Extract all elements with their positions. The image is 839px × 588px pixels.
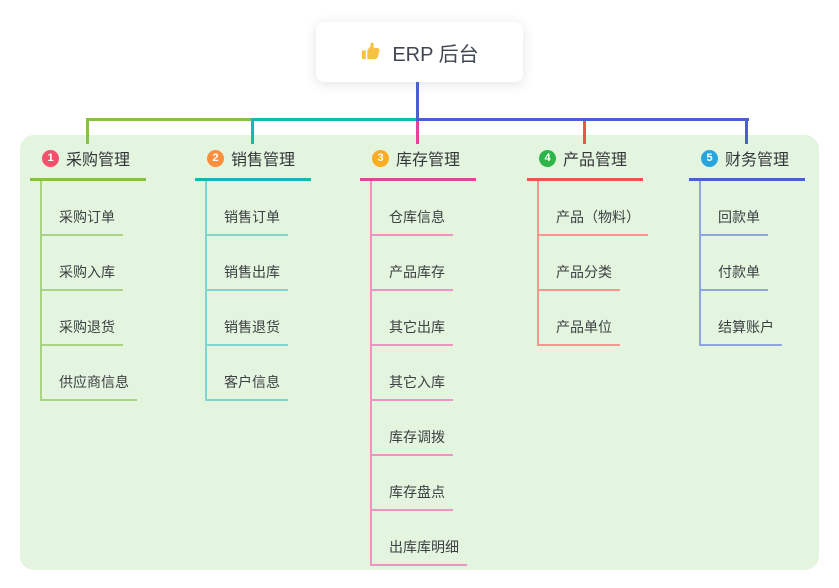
child-row: 其它入库 bbox=[372, 346, 467, 401]
child-node[interactable]: 库存盘点 bbox=[372, 482, 453, 511]
child-node[interactable]: 产品分类 bbox=[539, 262, 620, 291]
child-row: 出库库明细 bbox=[372, 511, 467, 566]
child-node[interactable]: 仓库信息 bbox=[372, 207, 453, 236]
child-row: 回款单 bbox=[701, 181, 782, 236]
connector-drop-branch-5 bbox=[745, 118, 748, 144]
child-row: 采购退货 bbox=[42, 291, 137, 346]
child-node[interactable]: 其它出库 bbox=[372, 317, 453, 346]
branch-label: 销售管理 bbox=[231, 152, 296, 169]
branch-number-badge: 1 bbox=[42, 149, 59, 167]
child-node[interactable]: 产品单位 bbox=[539, 317, 620, 346]
branch-children: 销售订单销售出库销售退货客户信息 bbox=[205, 181, 288, 401]
branch-number-badge: 2 bbox=[207, 149, 224, 167]
child-node[interactable]: 产品（物料） bbox=[539, 207, 648, 236]
child-node[interactable]: 出库库明细 bbox=[372, 537, 467, 566]
child-row: 产品库存 bbox=[372, 236, 467, 291]
child-row: 库存调拨 bbox=[372, 401, 467, 456]
branch-label: 财务管理 bbox=[725, 152, 790, 169]
child-node[interactable]: 采购退货 bbox=[42, 317, 123, 346]
branch-node-2[interactable]: 2 销售管理 bbox=[195, 144, 311, 181]
child-row: 销售订单 bbox=[207, 181, 288, 236]
child-node[interactable]: 客户信息 bbox=[207, 372, 288, 401]
child-row: 供应商信息 bbox=[42, 346, 137, 401]
child-row: 产品（物料） bbox=[539, 181, 648, 236]
connector-bus-segment-1 bbox=[86, 118, 253, 121]
connector-drop-branch-4 bbox=[583, 121, 586, 144]
branch-5: 5 财务管理回款单付款单结算账户 bbox=[689, 144, 805, 346]
connector-root-stem bbox=[416, 82, 419, 121]
child-row: 销售退货 bbox=[207, 291, 288, 346]
branch-children: 仓库信息产品库存其它出库其它入库库存调拨库存盘点出库库明细 bbox=[370, 181, 467, 566]
connector-bus-segment-3 bbox=[416, 118, 749, 121]
branch-3: 3 库存管理仓库信息产品库存其它出库其它入库库存调拨库存盘点出库库明细 bbox=[360, 144, 476, 566]
child-row: 产品单位 bbox=[539, 291, 648, 346]
branch-number-badge: 5 bbox=[701, 149, 718, 167]
branch-2: 2 销售管理销售订单销售出库销售退货客户信息 bbox=[195, 144, 311, 401]
branch-number-badge: 4 bbox=[539, 149, 556, 167]
child-node[interactable]: 其它入库 bbox=[372, 372, 453, 401]
branch-label: 采购管理 bbox=[66, 152, 131, 169]
branch-node-4[interactable]: 4 产品管理 bbox=[527, 144, 643, 181]
branch-children: 产品（物料） 产品分类产品单位 bbox=[537, 181, 648, 346]
thumbs-up-icon bbox=[360, 41, 382, 63]
child-node[interactable]: 销售出库 bbox=[207, 262, 288, 291]
child-node[interactable]: 产品库存 bbox=[372, 262, 453, 291]
child-node[interactable]: 付款单 bbox=[701, 262, 768, 291]
child-row: 结算账户 bbox=[701, 291, 782, 346]
child-row: 销售出库 bbox=[207, 236, 288, 291]
branch-node-3[interactable]: 3 库存管理 bbox=[360, 144, 476, 181]
child-row: 库存盘点 bbox=[372, 456, 467, 511]
connector-drop-branch-1 bbox=[86, 118, 89, 144]
child-node[interactable]: 销售退货 bbox=[207, 317, 288, 346]
branch-label: 产品管理 bbox=[563, 152, 628, 169]
child-row: 采购订单 bbox=[42, 181, 137, 236]
child-row: 其它出库 bbox=[372, 291, 467, 346]
child-node[interactable]: 供应商信息 bbox=[42, 372, 137, 401]
child-node[interactable]: 采购订单 bbox=[42, 207, 123, 236]
branch-4: 4 产品管理产品（物料） 产品分类产品单位 bbox=[527, 144, 648, 346]
child-node[interactable]: 采购入库 bbox=[42, 262, 123, 291]
branch-node-5[interactable]: 5 财务管理 bbox=[689, 144, 805, 181]
child-row: 采购入库 bbox=[42, 236, 137, 291]
branch-children: 回款单付款单结算账户 bbox=[699, 181, 782, 346]
connector-bus-segment-2 bbox=[251, 118, 418, 121]
branch-label: 库存管理 bbox=[396, 152, 461, 169]
connector-drop-branch-2 bbox=[251, 118, 254, 144]
child-node[interactable]: 销售订单 bbox=[207, 207, 288, 236]
child-row: 产品分类 bbox=[539, 236, 648, 291]
child-node[interactable]: 回款单 bbox=[701, 207, 768, 236]
child-row: 客户信息 bbox=[207, 346, 288, 401]
branch-1: 1 采购管理采购订单采购入库采购退货供应商信息 bbox=[30, 144, 146, 401]
root-label: ERP 后台 bbox=[392, 43, 479, 66]
branch-number-badge: 3 bbox=[372, 149, 389, 167]
child-row: 仓库信息 bbox=[372, 181, 467, 236]
branch-node-1[interactable]: 1 采购管理 bbox=[30, 144, 146, 181]
child-node[interactable]: 结算账户 bbox=[701, 317, 782, 346]
branch-children: 采购订单采购入库采购退货供应商信息 bbox=[40, 181, 137, 401]
child-node[interactable]: 库存调拨 bbox=[372, 427, 453, 456]
branches-panel bbox=[20, 135, 819, 570]
child-row: 付款单 bbox=[701, 236, 782, 291]
connector-drop-branch-3 bbox=[416, 121, 419, 144]
root-node[interactable]: ERP 后台 bbox=[316, 22, 523, 82]
